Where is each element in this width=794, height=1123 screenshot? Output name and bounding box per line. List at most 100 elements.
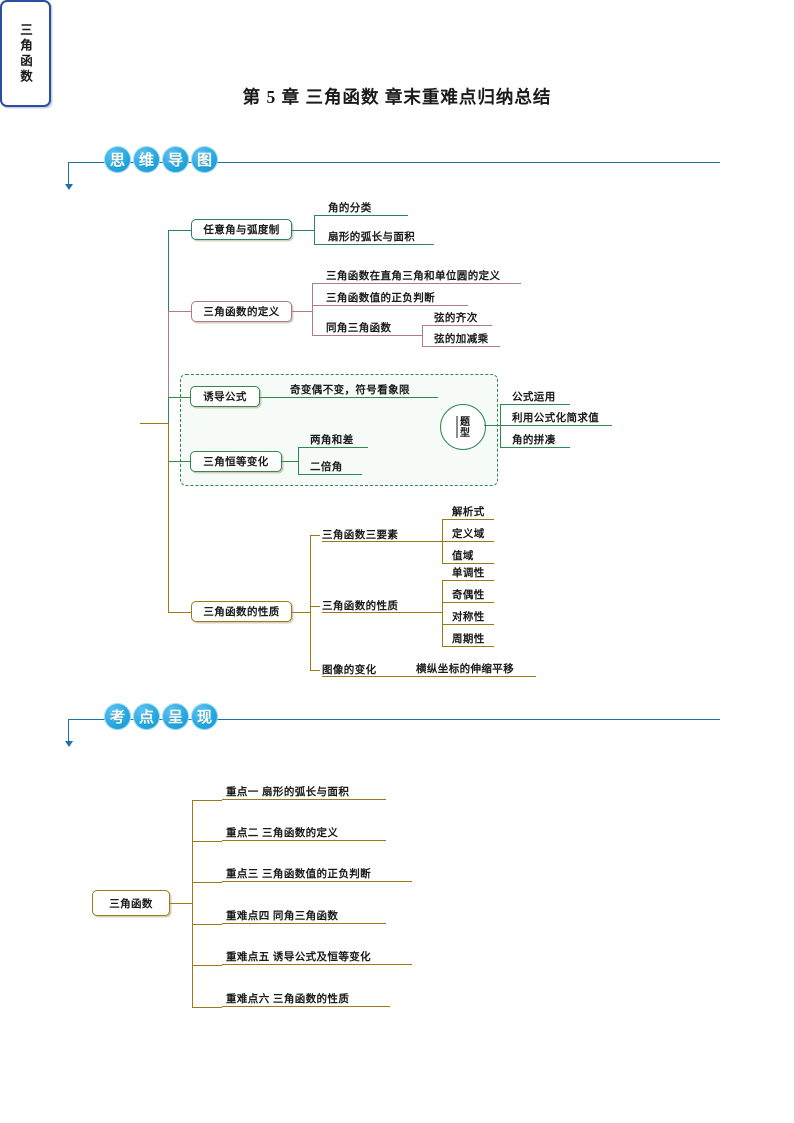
- connector-gold-g1-1: [442, 519, 448, 521]
- connector-problemtype-1: [500, 404, 508, 406]
- mindmap-leaf-angle-assembly[interactable]: 角的拼凑: [508, 433, 570, 448]
- arrow-down-icon: [64, 741, 73, 747]
- keypoint-item[interactable]: 重点一 扇形的弧长与面积: [222, 784, 386, 800]
- section-badge: 考: [104, 703, 131, 730]
- connector-gold-g2-stem: [434, 612, 442, 614]
- section-badge: 图: [191, 146, 218, 173]
- section-badge: 呈: [162, 703, 189, 730]
- mindmap-node-induction-formula[interactable]: 诱导公式: [190, 386, 260, 407]
- mindmap-leaf-simplify-evaluate[interactable]: 利用公式化简求值: [508, 411, 612, 426]
- connector-rose-child-1: [312, 283, 322, 285]
- section-badge: 现: [191, 703, 218, 730]
- connector-gold-child-stem: [292, 612, 310, 614]
- connector-keypoint-4: [192, 924, 222, 926]
- mindmap-leaf-chord-homogeneous[interactable]: 弦的齐次: [430, 311, 492, 326]
- connector-branch-rose-h: [168, 311, 191, 313]
- mindmap-leaf-def-right-triangle-unit-circle[interactable]: 三角函数在直角三角和单位圆的定义: [322, 269, 521, 284]
- mindmap-leaf-chord-add-sub-mul[interactable]: 弦的加减乘: [430, 332, 500, 347]
- section-drop-line: [68, 162, 69, 186]
- mindmap-leaf-scale-translate[interactable]: 横纵坐标的伸缩平移: [412, 662, 536, 677]
- connector-branch-gold-h: [168, 612, 191, 614]
- connector-branch-green-top: [168, 397, 190, 399]
- section-badges: 思 维 导 图: [104, 146, 218, 173]
- connector-teal-child-stem: [292, 230, 314, 232]
- connector-gold-g2-spine: [442, 580, 444, 647]
- mindmap-leaf-domain[interactable]: 定义域: [448, 527, 494, 542]
- section-drop-line: [68, 719, 69, 743]
- section-badge: 维: [133, 146, 160, 173]
- connector-branch-green-bottom: [168, 461, 190, 463]
- connector-problemtype-stem: [484, 425, 500, 427]
- section-rule: [68, 162, 720, 163]
- mindmap-leaf-symmetry[interactable]: 对称性: [448, 610, 494, 625]
- connector-gold-child-2: [310, 606, 320, 608]
- mindmap-leaf-angle-classification[interactable]: 角的分类: [324, 201, 408, 216]
- connector-branch-gold: [168, 423, 170, 613]
- mindmap-node-trig-properties[interactable]: 三角函数的性质: [191, 601, 292, 622]
- mindmap-leaf-sector-arc-area[interactable]: 扇形的弧长与面积: [324, 230, 434, 245]
- connector-induction-child: [260, 397, 286, 399]
- mindmap-leaf-monotonicity[interactable]: 单调性: [448, 566, 494, 581]
- keypoint-item[interactable]: 重点二 三角函数的定义: [222, 825, 386, 841]
- connector-identity-child-spine: [298, 447, 300, 475]
- section-badge: 点: [133, 703, 160, 730]
- section-header-keypoints: 考 点 呈 现: [64, 703, 728, 747]
- connector-rose-grand-2: [422, 346, 430, 348]
- mindmap-node-problem-type[interactable]: 题型: [440, 404, 486, 450]
- mindmap-leaf-sum-difference[interactable]: 两角和差: [306, 433, 368, 448]
- connector-teal-child-spine: [314, 215, 316, 245]
- mindmap-leaf-double-angle[interactable]: 二倍角: [306, 460, 362, 475]
- connector-keypoint-2: [192, 841, 222, 843]
- connector-gold-child-3: [310, 670, 320, 672]
- mindmap-leaf-parity-quadrant-rule[interactable]: 奇变偶不变，符号看象限: [286, 383, 438, 398]
- connector-teal-child-1: [314, 215, 324, 217]
- mindmap-leaf-periodicity[interactable]: 周期性: [448, 632, 494, 647]
- connector-gold-child-spine: [310, 535, 312, 671]
- connector-rose-child-2: [312, 305, 322, 307]
- connector-keypoint-3: [192, 882, 222, 884]
- connector-keypoint-6: [192, 1007, 222, 1009]
- section-header-mindmap: 思 维 导 图: [64, 146, 728, 190]
- underline-three-elements: [322, 541, 434, 543]
- mindmap-node-trig-definition[interactable]: 三角函数的定义: [191, 301, 292, 322]
- mindmap-leaf-same-angle-trig[interactable]: 同角三角函数: [322, 321, 410, 336]
- connector-problemtype-2: [500, 425, 508, 427]
- connector-keypoints-spine: [192, 800, 194, 1007]
- connector-identity-child-stem: [282, 461, 298, 463]
- connector-rose-child-stem: [292, 311, 312, 313]
- section-badge: 导: [162, 146, 189, 173]
- connector-rose-grand-spine: [422, 325, 424, 347]
- mindmap-leaf-range[interactable]: 值域: [448, 549, 494, 564]
- keypoint-item[interactable]: 重难点六 三角函数的性质: [222, 991, 390, 1007]
- connector-identity-child-1: [298, 447, 306, 449]
- keypoint-item[interactable]: 重点三 三角函数值的正负判断: [222, 866, 412, 882]
- mindmap-leaf-parity[interactable]: 奇偶性: [448, 588, 494, 603]
- mindmap-label-properties[interactable]: 三角函数的性质: [322, 600, 399, 612]
- section-badges: 考 点 呈 现: [104, 703, 218, 730]
- connector-keypoint-1: [192, 800, 222, 802]
- mindmap-leaf-sign-judgement[interactable]: 三角函数值的正负判断: [322, 291, 468, 306]
- underline-properties: [322, 612, 434, 614]
- connector-rose-child-3: [312, 335, 322, 337]
- mindmap-label-three-elements[interactable]: 三角函数三要素: [322, 529, 399, 541]
- mindmap-root-node[interactable]: 三角函数: [0, 0, 51, 107]
- mindmap-node-arbitrary-angle[interactable]: 任意角与弧度制: [191, 219, 292, 240]
- section-badge: 思: [104, 146, 131, 173]
- connector-branch-rose: [168, 311, 170, 424]
- underline-graph-change: [322, 676, 396, 678]
- arrow-down-icon: [64, 184, 73, 190]
- connector-keypoints-stem: [170, 903, 192, 905]
- mindmap-leaf-formula-application[interactable]: 公式运用: [508, 390, 570, 405]
- connector-gold-g1-2: [442, 541, 448, 543]
- connector-problemtype-3: [500, 447, 508, 449]
- keypoint-item[interactable]: 重难点五 诱导公式及恒等变化: [222, 949, 412, 965]
- keypoint-item[interactable]: 重难点四 同角三角函数: [222, 908, 386, 924]
- mindmap-node-trig-identity-transform[interactable]: 三角恒等变化: [190, 451, 282, 472]
- connector-gold-g1-stem: [434, 541, 442, 543]
- mindmap-leaf-analytic-expression[interactable]: 解析式: [448, 505, 494, 520]
- keypoints-root-node[interactable]: 三角函数: [92, 890, 170, 916]
- connector-gold-g1-3: [442, 563, 448, 565]
- mindmap-label-graph-change[interactable]: 图像的变化: [322, 664, 377, 676]
